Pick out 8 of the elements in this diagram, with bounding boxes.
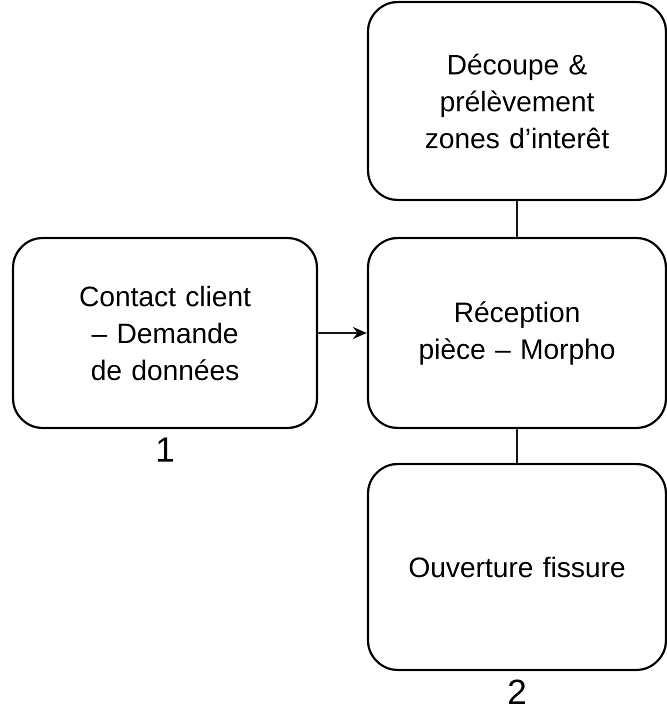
step-number: 2 — [508, 680, 525, 704]
process-box: Découpe & prélèvement zones d’interêt — [366, 0, 667, 202]
process-box: Ouverture fissure — [366, 462, 667, 672]
step-number: 1 — [158, 438, 174, 462]
process-box: Réception pièce – Morpho — [366, 236, 667, 430]
connector-line — [516, 201, 518, 237]
connector-line — [516, 429, 518, 463]
process-box: Contact client – Demande de données — [12, 236, 318, 430]
